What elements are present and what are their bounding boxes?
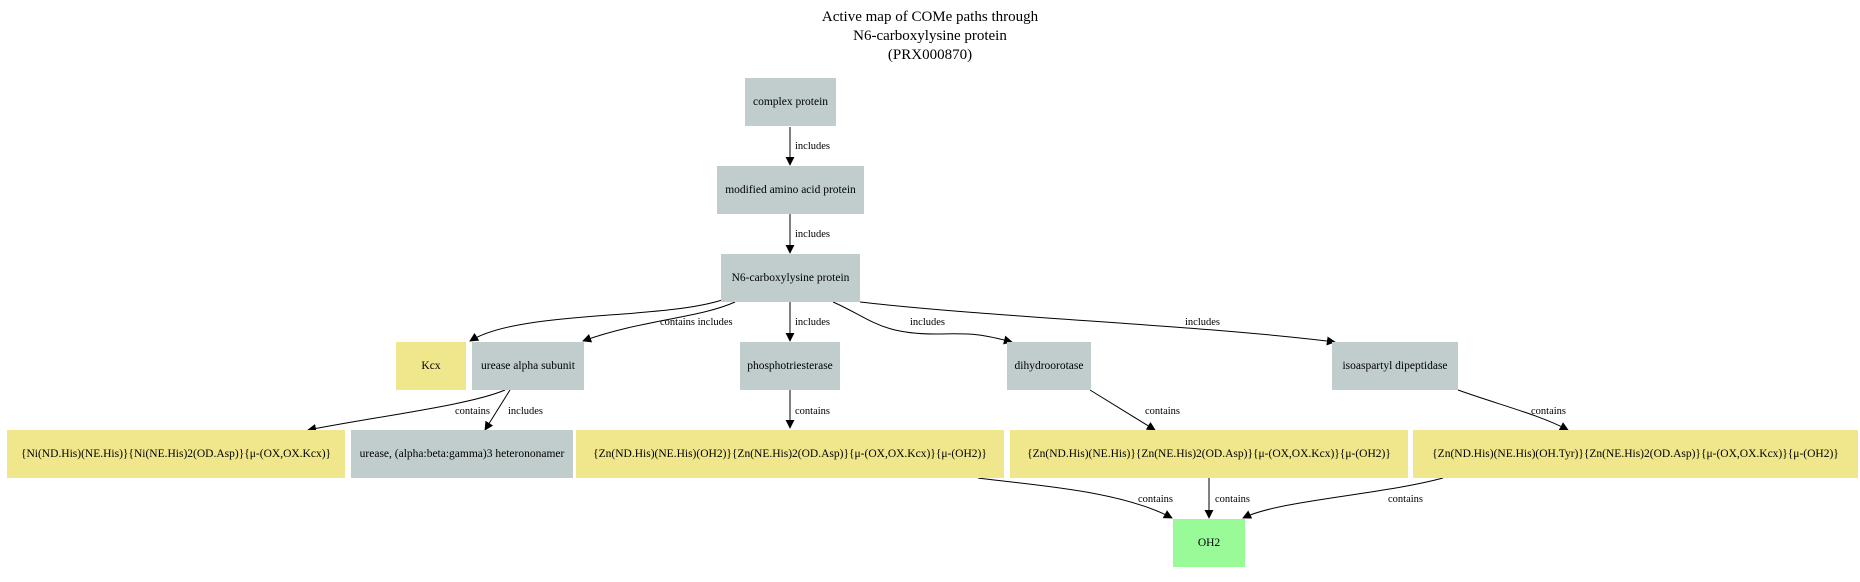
node-dihydroorotase: dihydroorotase: [1007, 342, 1091, 390]
node-zn-site-phosphotriesterase: {Zn(ND.His)(NE.His)(OH2)}{Zn(NE.His)2(OD…: [576, 430, 1004, 478]
edge-dho-to-site: [1089, 389, 1156, 431]
node-oh2: OH2: [1173, 519, 1245, 567]
node-modified-amino-acid-protein: modified amino acid protein: [717, 166, 864, 214]
node-label: urease, (alpha:beta:gamma)3 heterononame…: [359, 448, 565, 460]
node-zn-site-isoaspartyl: {Zn(ND.His)(NE.His)(OH.Tyr)}{Zn(NE.His)2…: [1413, 430, 1858, 478]
node-label: OH2: [1197, 537, 1221, 549]
node-n6-carboxylysine-protein: N6-carboxylysine protein: [721, 254, 860, 302]
edge-n6-to-dihydroorotase: [832, 301, 1013, 345]
node-label: isoaspartyl dipeptidase: [1342, 360, 1448, 372]
diagram-title: Active map of COMe paths through N6-carb…: [0, 8, 1860, 65]
node-label: urease alpha subunit: [481, 360, 575, 372]
edge-label-n6-to-pte: includes: [795, 317, 830, 328]
edge-label-dho-to-site: contains: [1145, 406, 1180, 417]
node-phosphotriesterase: phosphotriesterase: [740, 342, 840, 390]
node-label: {Zn(ND.His)(NE.His)(OH2)}{Zn(NE.His)2(OD…: [593, 448, 987, 460]
edge-n6-to-urease-alpha: [582, 301, 736, 343]
node-urease-heteromer: urease, (alpha:beta:gamma)3 heterononame…: [351, 430, 573, 478]
edge-label-n6-to-iad: includes: [1185, 317, 1220, 328]
node-label: complex protein: [752, 96, 829, 108]
edge-label-iad-to-site: contains: [1531, 406, 1566, 417]
node-label: N6-carboxylysine protein: [731, 272, 850, 284]
edge-label-n6-to-dho: includes: [910, 317, 945, 328]
node-isoaspartyl-dipeptidase: isoaspartyl dipeptidase: [1332, 342, 1458, 390]
node-complex-protein: complex protein: [745, 78, 836, 126]
title-line-1: Active map of COMe paths through: [821, 9, 1039, 25]
edge-iad-site-to-oh2: [1242, 477, 1444, 519]
node-urease-alpha-subunit: urease alpha subunit: [472, 342, 584, 390]
node-label: {Zn(ND.His)(NE.His)(OH.Tyr)}{Zn(NE.His)2…: [1432, 448, 1839, 460]
node-label: Kcx: [421, 360, 441, 372]
node-label: {Ni(ND.His)(NE.His)}{Ni(NE.His)2(OD.Asp)…: [20, 448, 332, 460]
edge-label-complex-to-modified: includes: [795, 141, 830, 152]
edge-label-iad-site-to-oh2: contains: [1388, 494, 1423, 505]
node-kcx: Kcx: [396, 342, 466, 390]
edge-label-urease-to-ni: contains: [455, 406, 490, 417]
edge-label-modified-to-n6: includes: [795, 229, 830, 240]
title-line-2: N6-carboxylysine protein: [853, 28, 1007, 44]
node-ni-site: {Ni(ND.His)(NE.His)}{Ni(NE.His)2(OD.Asp)…: [7, 430, 345, 478]
edge-label-n6-to-kcx-urease: contains includes: [660, 317, 733, 328]
edge-n6-to-kcx: [469, 299, 723, 342]
node-label: dihydroorotase: [1014, 360, 1084, 372]
edge-urease-to-ni-site: [307, 389, 506, 433]
edge-label-pte-to-site: contains: [795, 406, 830, 417]
node-zn-site-dihydroorotase: {Zn(ND.His)(NE.His)}{Zn(NE.His)2(OD.Asp)…: [1010, 430, 1408, 478]
node-label: {Zn(ND.His)(NE.His)}{Zn(NE.His)2(OD.Asp)…: [1027, 448, 1391, 460]
edge-label-dho-site-to-oh2: contains: [1215, 494, 1250, 505]
node-label: phosphotriesterase: [747, 360, 833, 372]
title-line-3: (PRX000870): [887, 47, 973, 63]
node-label: modified amino acid protein: [725, 184, 856, 196]
edge-pte-site-to-oh2: [977, 477, 1173, 519]
edge-urease-to-heteromer: [484, 389, 511, 431]
edge-iad-to-site: [1457, 389, 1569, 431]
edge-label-urease-to-heteromer: includes: [508, 406, 543, 417]
edge-n6-to-isoaspartyl: [859, 301, 1336, 346]
edge-label-pte-site-to-oh2: contains: [1138, 494, 1173, 505]
